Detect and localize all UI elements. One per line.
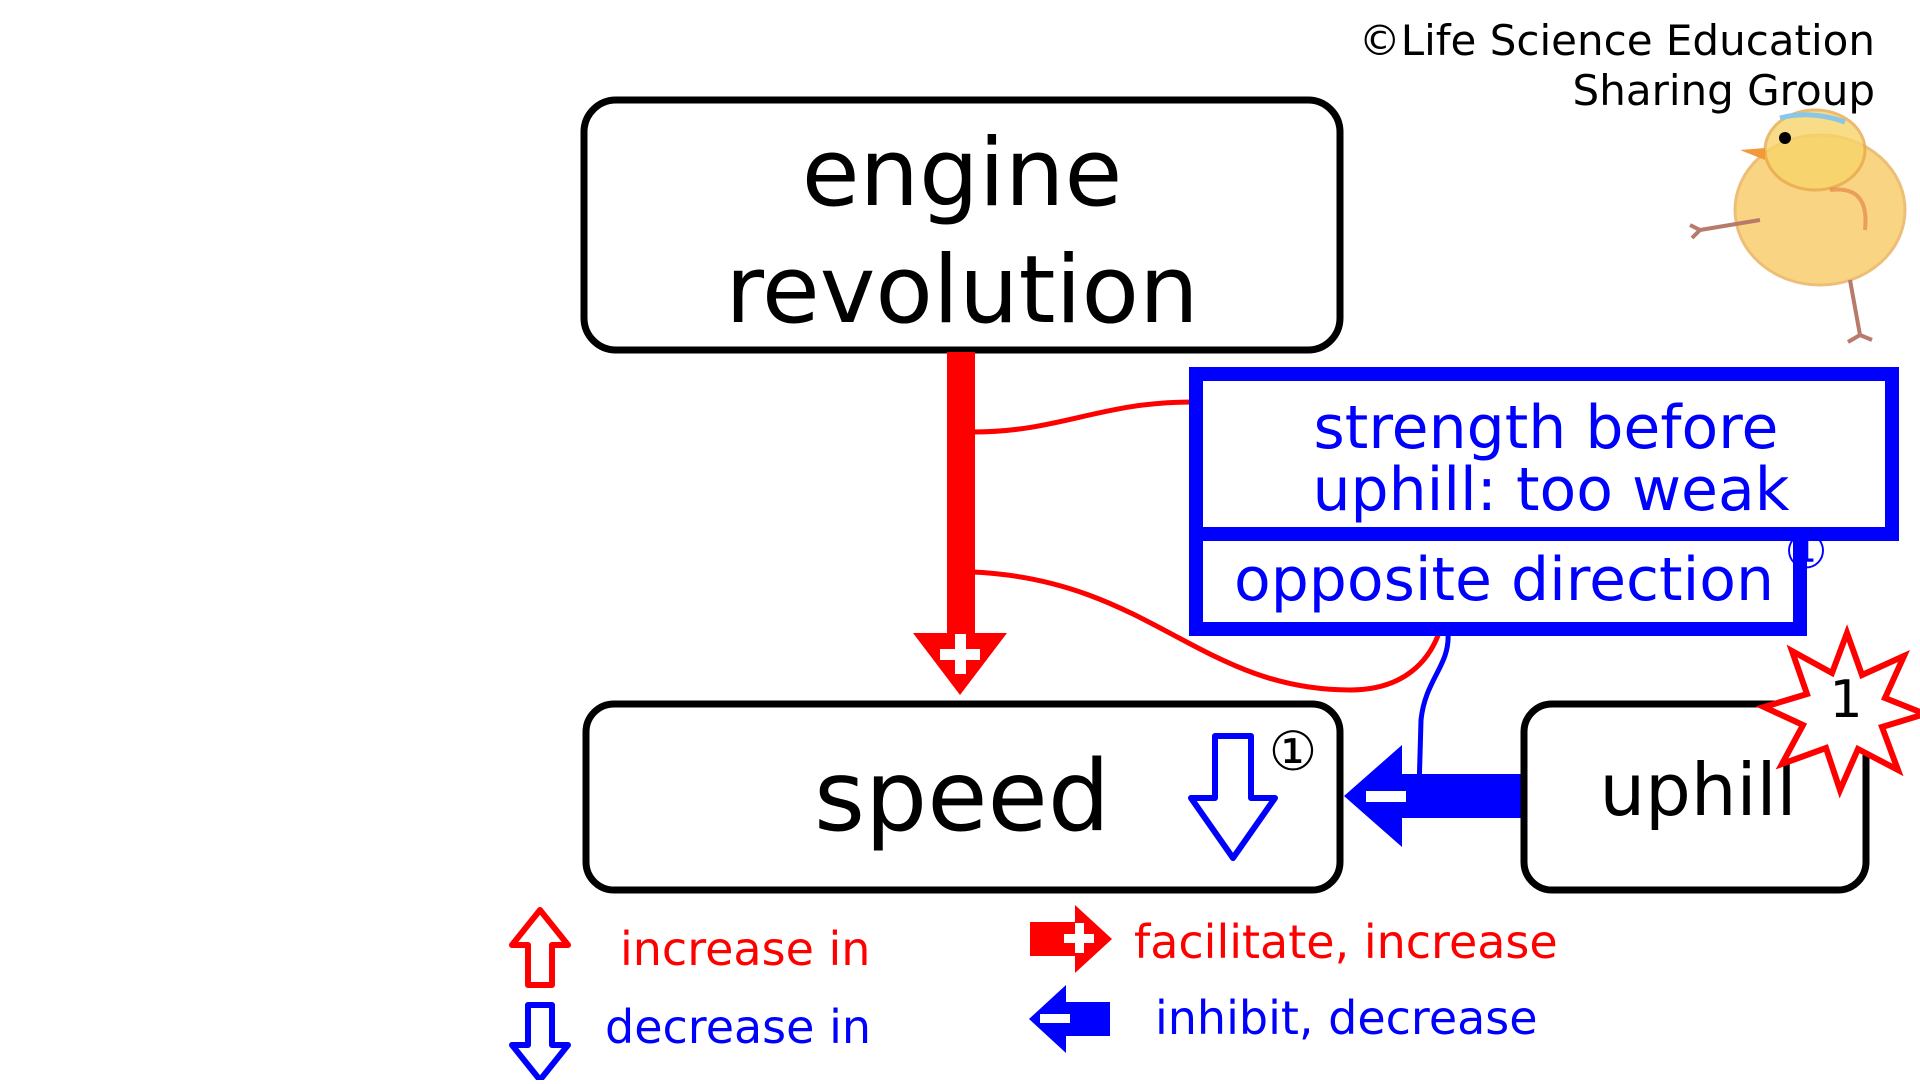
- speed-down-arrow-icon: [1188, 733, 1278, 861]
- copyright-line-1: ©Life Science Education: [1359, 16, 1875, 65]
- plus-arrow-icon: [1030, 905, 1112, 973]
- uphill-label: uphill: [1600, 748, 1797, 832]
- copyright-line-2: Sharing Group: [1573, 66, 1875, 115]
- burst-icon: 1: [1755, 624, 1920, 799]
- condition-line-1: strength before: [1314, 393, 1779, 463]
- condition-box: strength before uphill: too weak opposit…: [1189, 367, 1899, 636]
- legend: increase in decrease in facilitate, incr…: [509, 905, 1558, 1083]
- blue-link: [1416, 633, 1451, 791]
- condition-marker: ①: [1784, 524, 1827, 580]
- speed-marker: ①: [1269, 720, 1317, 783]
- red-link-upper: [972, 399, 1193, 435]
- chick-icon: [1689, 108, 1907, 344]
- red-link-lower: [972, 569, 1443, 693]
- minus-arrow-icon: [1029, 985, 1110, 1053]
- uphill-node: uphill: [1520, 700, 1870, 894]
- legend-increase-label: increase in: [620, 922, 870, 976]
- condition-line-2: uphill: too weak: [1313, 455, 1790, 525]
- down-arrow-icon: [509, 1002, 571, 1083]
- engine-label-line-1: engine: [802, 119, 1123, 228]
- speed-node: speed ①: [582, 700, 1344, 894]
- facilitate-arrow-engine-to-speed: [913, 352, 1007, 695]
- condition-line-3: opposite direction: [1234, 545, 1774, 615]
- inhibit-arrow-uphill-to-speed: [1344, 745, 1522, 847]
- legend-facilitate-label: facilitate, increase: [1134, 915, 1558, 969]
- uphill-marker: 1: [1829, 670, 1862, 730]
- up-arrow-icon: [509, 907, 571, 988]
- speed-label: speed: [814, 740, 1110, 854]
- legend-inhibit-label: inhibit, decrease: [1155, 991, 1538, 1045]
- legend-decrease-label: decrease in: [605, 1000, 871, 1054]
- engine-label-line-2: revolution: [725, 236, 1198, 345]
- engine-revolution-node: engine revolution: [580, 96, 1344, 354]
